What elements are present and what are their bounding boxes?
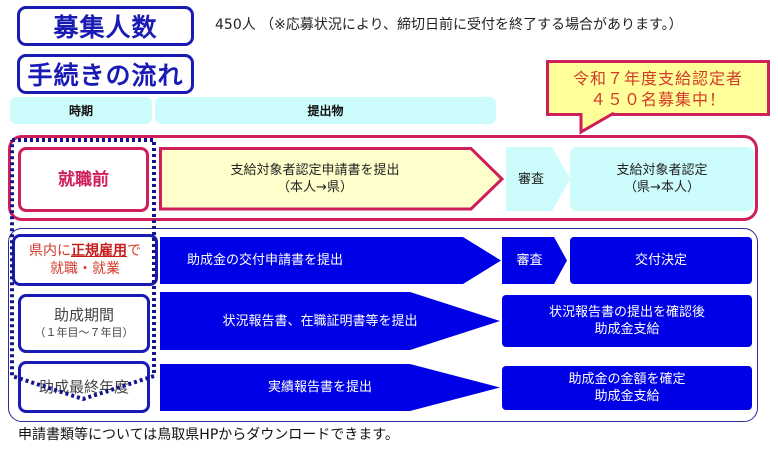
callout-line2: ４５０名募集中！ bbox=[589, 90, 726, 109]
period-subsidy: 助成期間 （１年目～７年目） bbox=[18, 294, 150, 353]
result-grant-decision-text: 交付決定 bbox=[634, 253, 687, 268]
submission-performance-report-label: 実績報告書を提出 bbox=[165, 364, 475, 411]
result-final-payment-line2: 助成金支給 bbox=[594, 389, 660, 404]
column-header-period-label: 時期 bbox=[68, 104, 93, 118]
period-employment-line2: 就職・就業 bbox=[50, 261, 120, 277]
column-header-period: 時期 bbox=[10, 97, 152, 124]
result-grant-decision: 交付決定 bbox=[570, 237, 752, 284]
submission-arrow-performance-report bbox=[160, 364, 500, 411]
submission-performance-report-text: 実績報告書を提出 bbox=[267, 380, 372, 395]
review-2-text: 審査 bbox=[516, 253, 543, 268]
review-1-label: 審査 bbox=[506, 147, 556, 211]
submission-status-report-label: 状況報告書、在職証明書等を提出 bbox=[165, 292, 475, 350]
submission-grant-application-text: 助成金の交付申請書を提出 bbox=[186, 253, 343, 268]
review-chevron-2 bbox=[502, 237, 567, 284]
submission-status-report-text: 状況報告書、在職証明書等を提出 bbox=[222, 313, 418, 329]
result-status-payment-line2: 助成金支給 bbox=[594, 322, 660, 337]
callout-tail bbox=[579, 111, 615, 135]
review-1-text: 審査 bbox=[517, 171, 544, 187]
period-employment: 県内に正規雇用で 就職・就業 bbox=[12, 234, 158, 286]
recruitment-notice: 450人 （※応募状況により、締切日前に受付を終了する場合があります。） bbox=[215, 17, 683, 33]
period-employment-line1: 県内に正規雇用で bbox=[29, 242, 141, 260]
period-pre-employment-label: 就職前 bbox=[58, 169, 109, 190]
submission-grant-application-label: 助成金の交付申請書を提出 bbox=[165, 237, 365, 284]
period-employment-post: で bbox=[127, 243, 141, 259]
recruitment-callout: 令和７年度支給認定者 ４５０名募集中！ bbox=[546, 60, 770, 116]
result-final-payment-line1: 助成金の金額を確定 bbox=[568, 372, 686, 387]
recruitment-title-box: 募集人数 bbox=[17, 6, 194, 46]
result-final-payment: 助成金の金額を確定 助成金支給 bbox=[502, 366, 752, 410]
review-2-label: 審査 bbox=[502, 237, 557, 284]
review-chevron-1 bbox=[506, 147, 570, 211]
period-subsidy-label: 助成期間 bbox=[53, 305, 114, 324]
period-pre-employment: 就職前 bbox=[18, 147, 149, 212]
period-employment-pre: 県内に bbox=[29, 243, 71, 259]
result-certification-line1: 支給対象者認定 bbox=[616, 163, 708, 178]
result-certification-line2: （県→本人） bbox=[624, 180, 700, 195]
callout-line1: 令和７年度支給認定者 bbox=[572, 69, 743, 88]
submission-certification-label: 支給対象者認定申請書を提出 （本人→県） bbox=[165, 147, 465, 211]
column-header-submission: 提出物 bbox=[155, 97, 496, 124]
download-note: 申請書類等については鳥取県HPからダウンロードできます。 bbox=[18, 427, 399, 443]
period-final-year: 助成最終年度 bbox=[18, 361, 150, 413]
flow-title-box: 手続きの流れ bbox=[17, 54, 194, 94]
column-header-submission-label: 提出物 bbox=[307, 104, 344, 118]
pre-employment-container bbox=[8, 135, 758, 221]
post-employment-container bbox=[8, 228, 758, 422]
period-employment-emphasis: 正規雇用 bbox=[71, 243, 127, 259]
period-column-dotted-outline bbox=[10, 138, 156, 402]
submission-arrow-certification bbox=[159, 147, 505, 211]
submission-arrow-status-report bbox=[160, 292, 500, 350]
recruitment-title: 募集人数 bbox=[53, 13, 158, 42]
submission-certification-line1: 支給対象者認定申請書を提出 bbox=[230, 163, 400, 178]
submission-certification-line2: （本人→県） bbox=[277, 180, 353, 195]
period-subsidy-sub: （１年目～７年目） bbox=[34, 325, 134, 339]
flow-title: 手続きの流れ bbox=[27, 61, 184, 90]
result-status-payment: 状況報告書の提出を確認後 助成金支給 bbox=[502, 295, 752, 347]
result-status-payment-line1: 状況報告書の提出を確認後 bbox=[548, 305, 705, 320]
result-certification: 支給対象者認定 （県→本人） bbox=[570, 147, 754, 211]
submission-arrow-grant-application bbox=[160, 237, 501, 284]
